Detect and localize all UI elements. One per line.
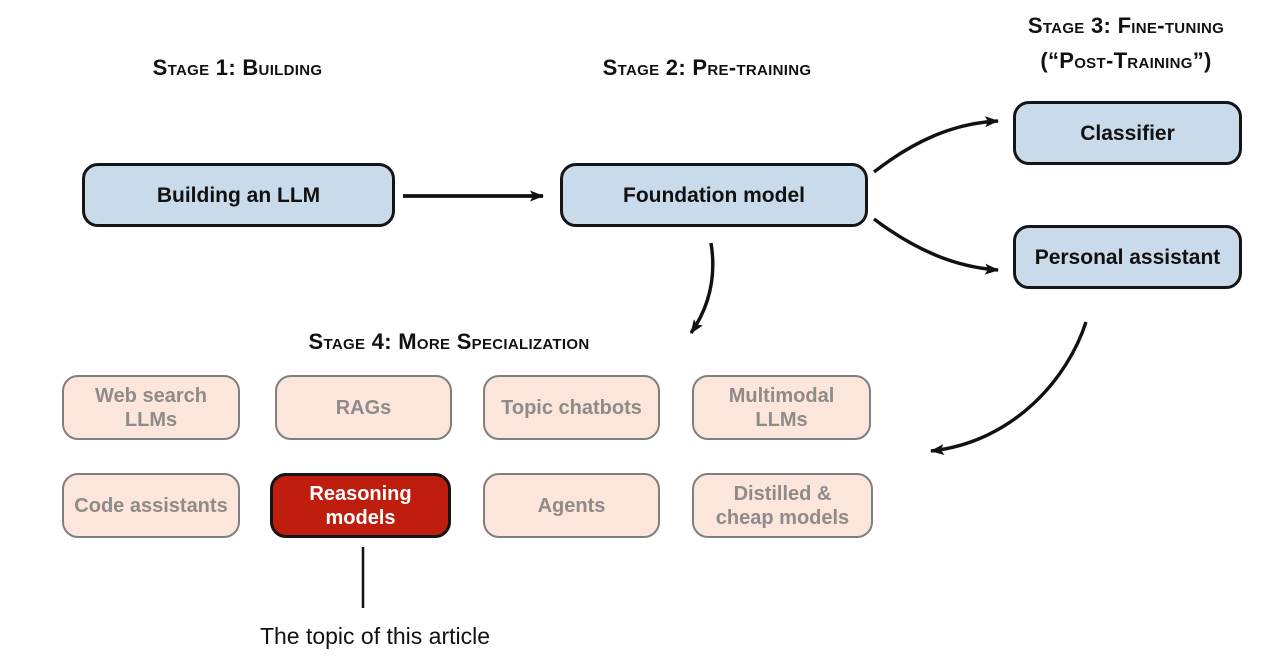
- node-classifier: Classifier: [1013, 101, 1242, 165]
- node-distilled-cheap-models: Distilled & cheap models: [692, 473, 873, 538]
- stage3-title: Stage 3: Fine-tuning (“Post-Training”): [990, 8, 1262, 78]
- node-personal-assistant: Personal assistant: [1013, 225, 1242, 289]
- stage4-title: Stage 4: More Specialization: [308, 329, 590, 354]
- arrow-foundation-to-classifier: [872, 116, 999, 174]
- node-building-an-llm: Building an LLM: [82, 163, 395, 227]
- arrow-personal-assistant-to-stage4: [930, 321, 1088, 456]
- node-topic-chatbots: Topic chatbots: [483, 375, 660, 440]
- node-reasoning-models: Reasoning models: [270, 473, 451, 538]
- node-web-search-llms: Web search LLMs: [62, 375, 240, 440]
- node-code-assistants: Code assistants: [62, 473, 240, 538]
- node-agents: Agents: [483, 473, 660, 538]
- arrow-foundation-to-stage4: [689, 242, 715, 334]
- node-foundation-model: Foundation model: [560, 163, 868, 227]
- stage3-title-line1: Stage 3: Fine-tuning: [1027, 13, 1225, 38]
- node-rags: RAGs: [275, 375, 452, 440]
- stage2-title: Stage 2: Pre-training: [602, 55, 812, 80]
- stage1-title: Stage 1: Building: [152, 55, 323, 80]
- stage3-title-line2: (“Post-Training”): [1040, 48, 1212, 73]
- caption-topic-of-article: The topic of this article: [259, 623, 491, 649]
- node-multimodal-llms: Multimodal LLMs: [692, 375, 871, 440]
- arrow-foundation-to-personal-assistant: [872, 217, 999, 275]
